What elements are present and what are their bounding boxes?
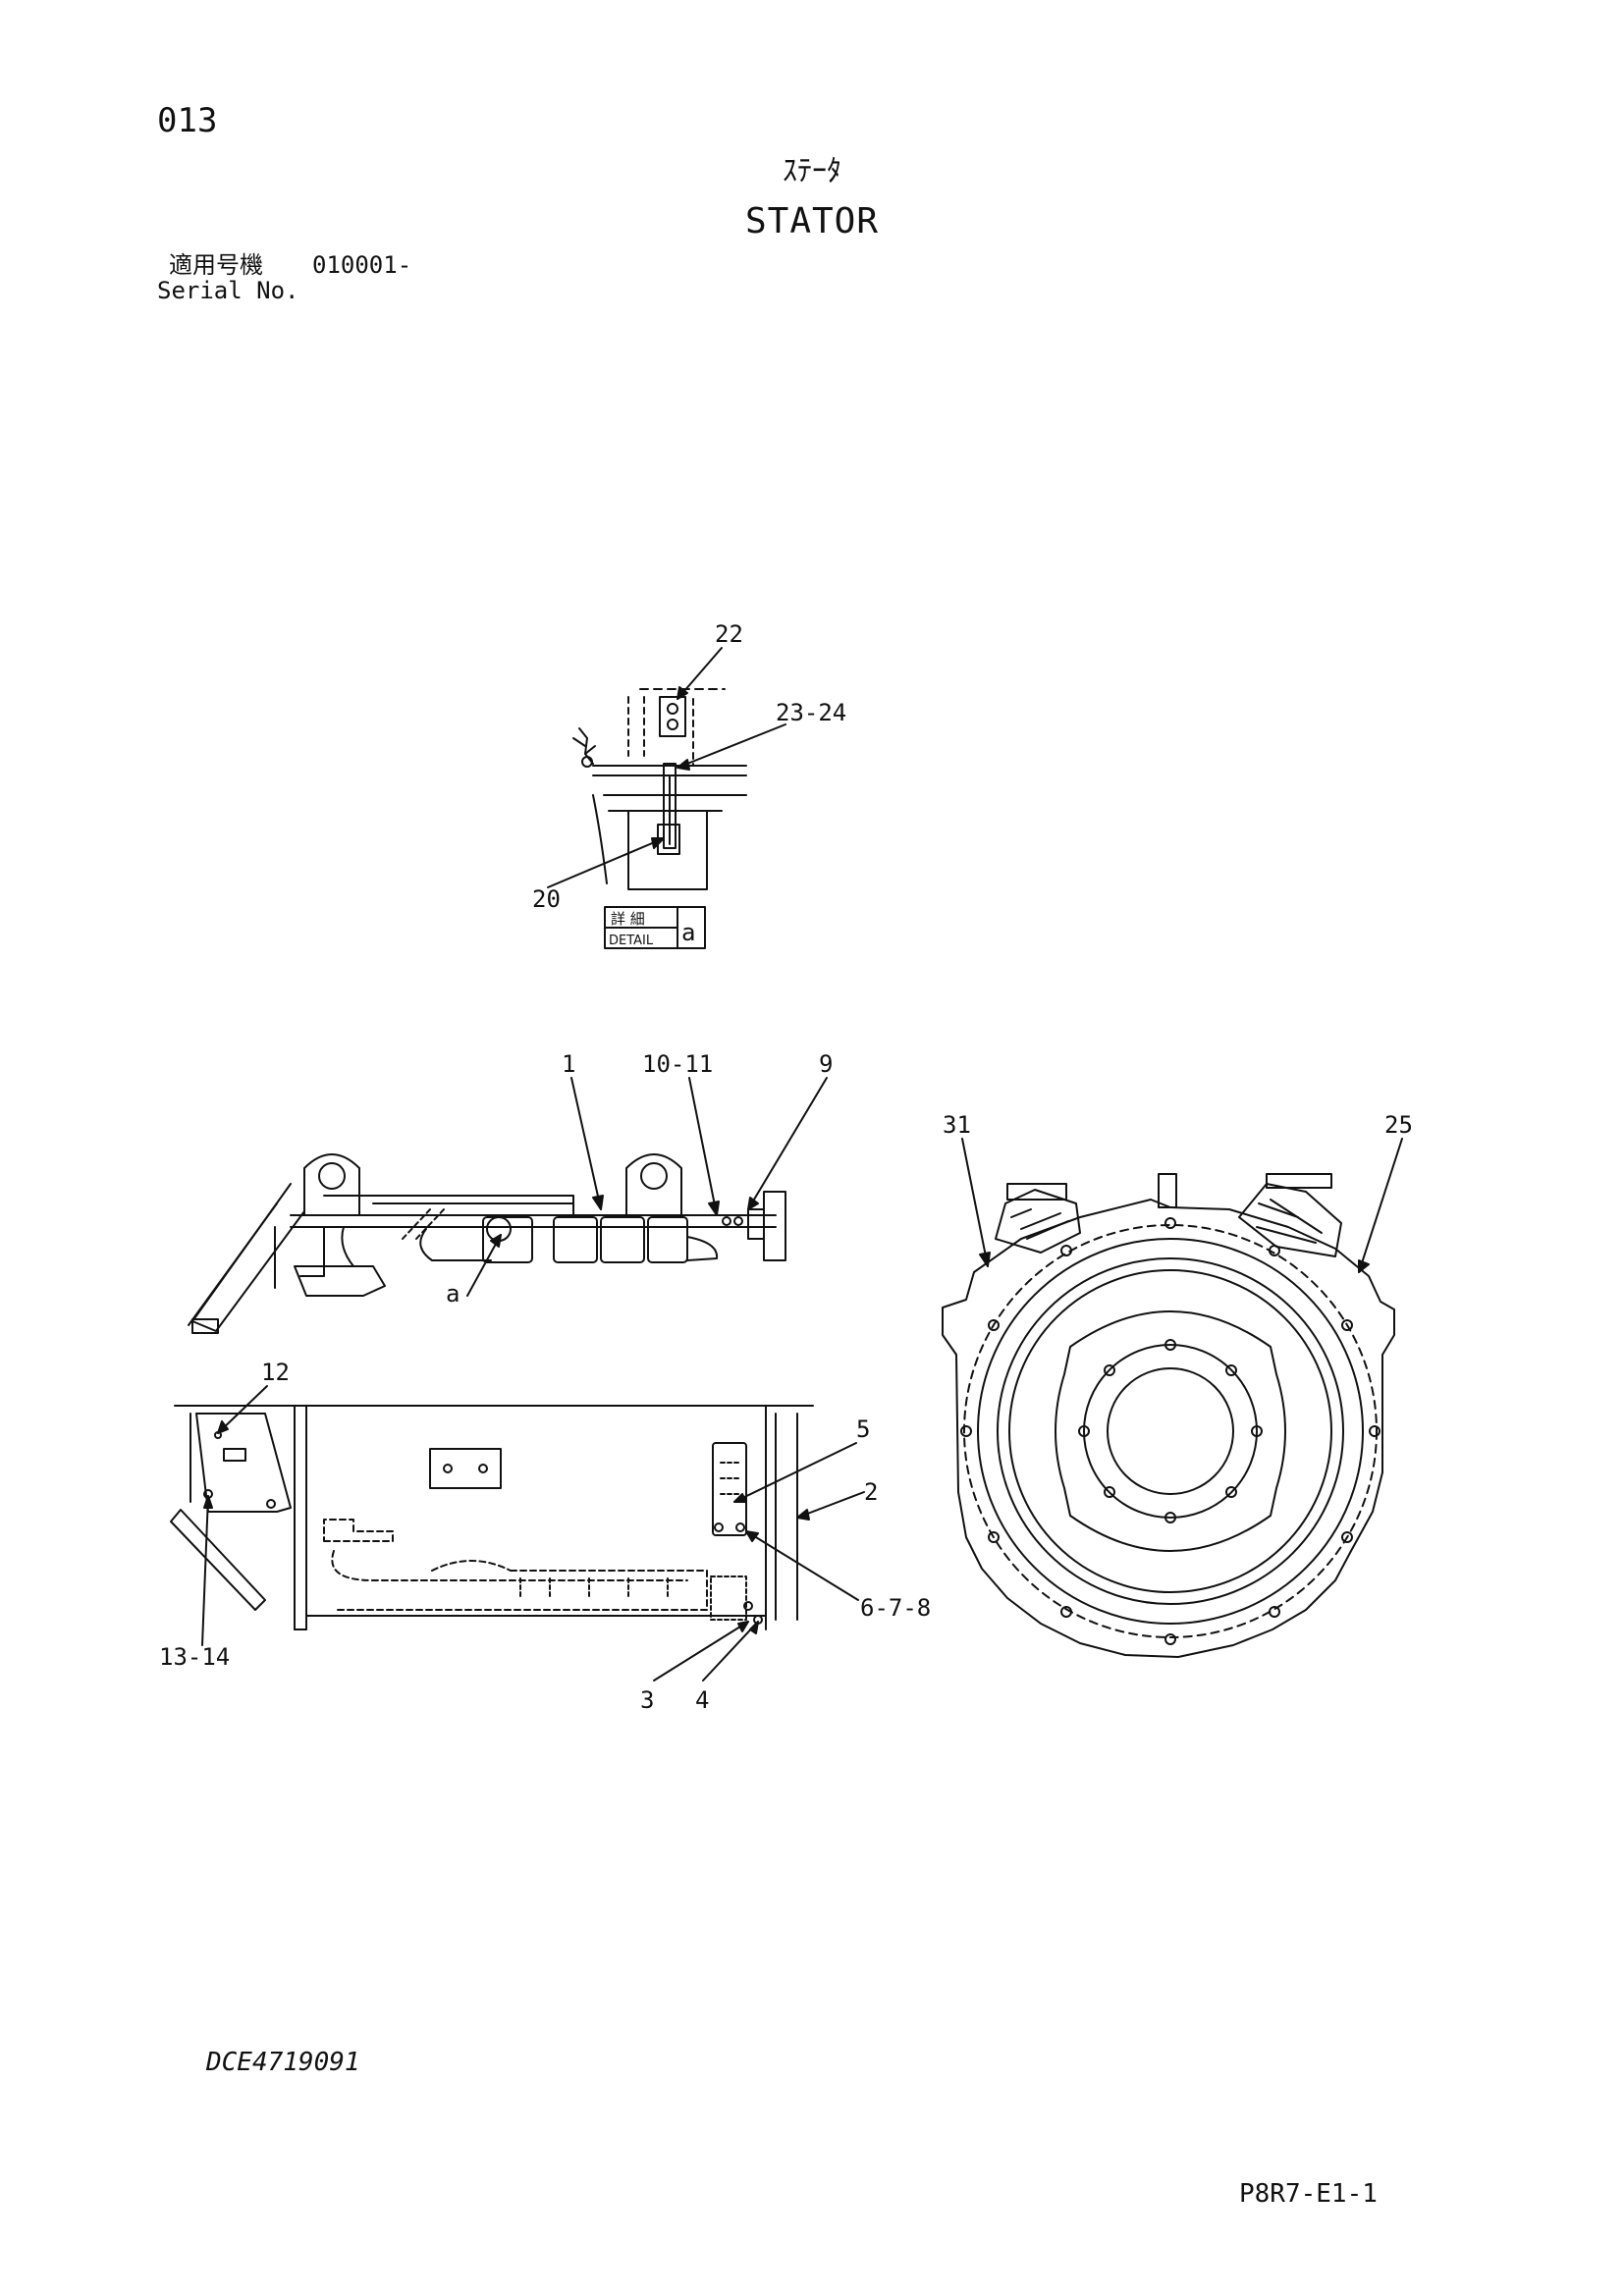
serial-number-value: 010001-	[312, 251, 412, 279]
callout-31: 31	[943, 1111, 971, 1139]
serial-label-english: Serial No.	[157, 277, 299, 304]
callout-20: 20	[532, 885, 561, 913]
title-english: STATOR	[744, 201, 880, 241]
callout-22: 22	[715, 620, 743, 648]
detail-label-japanese: 詳 細	[611, 910, 645, 928]
drawing-number: DCE4719091	[206, 2048, 360, 2077]
callout-3: 3	[640, 1686, 654, 1714]
stator-side-view	[188, 1077, 828, 1334]
callout-9: 9	[819, 1050, 833, 1078]
callout-1: 1	[562, 1050, 575, 1078]
callout-13-14: 13-14	[159, 1643, 230, 1671]
detail-label-english: DETAIL	[609, 934, 654, 948]
stator-end-view	[942, 1138, 1403, 1658]
callout-a: a	[446, 1280, 460, 1308]
stator-front-view	[170, 1385, 865, 1682]
title-japanese: ｽﾃｰﾀ	[783, 154, 841, 188]
sheet-number: P8R7-E1-1	[1239, 2179, 1378, 2209]
callout-6-7-8: 6-7-8	[860, 1594, 931, 1622]
callout-23-24: 23-24	[776, 699, 846, 726]
callout-25: 25	[1384, 1111, 1413, 1139]
page-number: 013	[157, 101, 218, 140]
callout-4: 4	[695, 1686, 709, 1714]
serial-label-japanese: 適用号機	[169, 251, 263, 279]
callout-2: 2	[864, 1478, 878, 1506]
callout-5: 5	[856, 1415, 870, 1443]
detail-a-view	[547, 647, 786, 949]
detail-letter: a	[681, 919, 695, 946]
callout-12: 12	[261, 1359, 290, 1386]
callout-10-11: 10-11	[642, 1050, 713, 1078]
